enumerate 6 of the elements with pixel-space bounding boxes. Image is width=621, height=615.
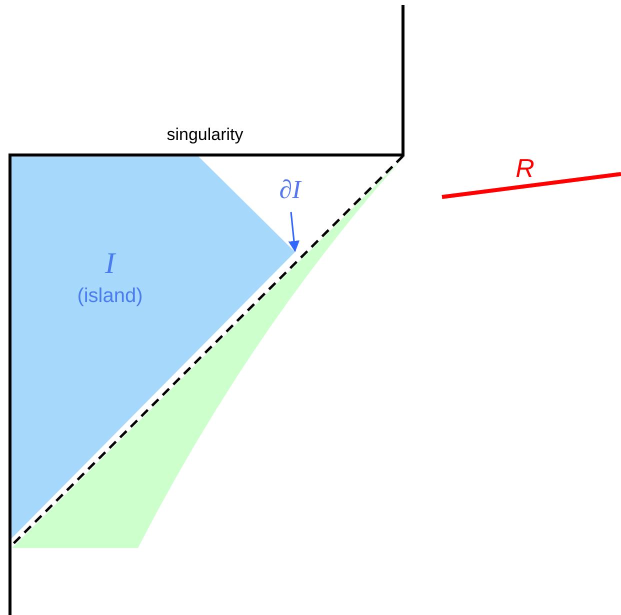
axis-label: singularity [166,125,244,145]
region-symbol: I [104,247,118,280]
boundary-symbol: ∂I [268,176,312,205]
region-label: (island) [76,285,144,307]
region-symbol: R [514,155,536,181]
leader-arrow [288,212,300,252]
